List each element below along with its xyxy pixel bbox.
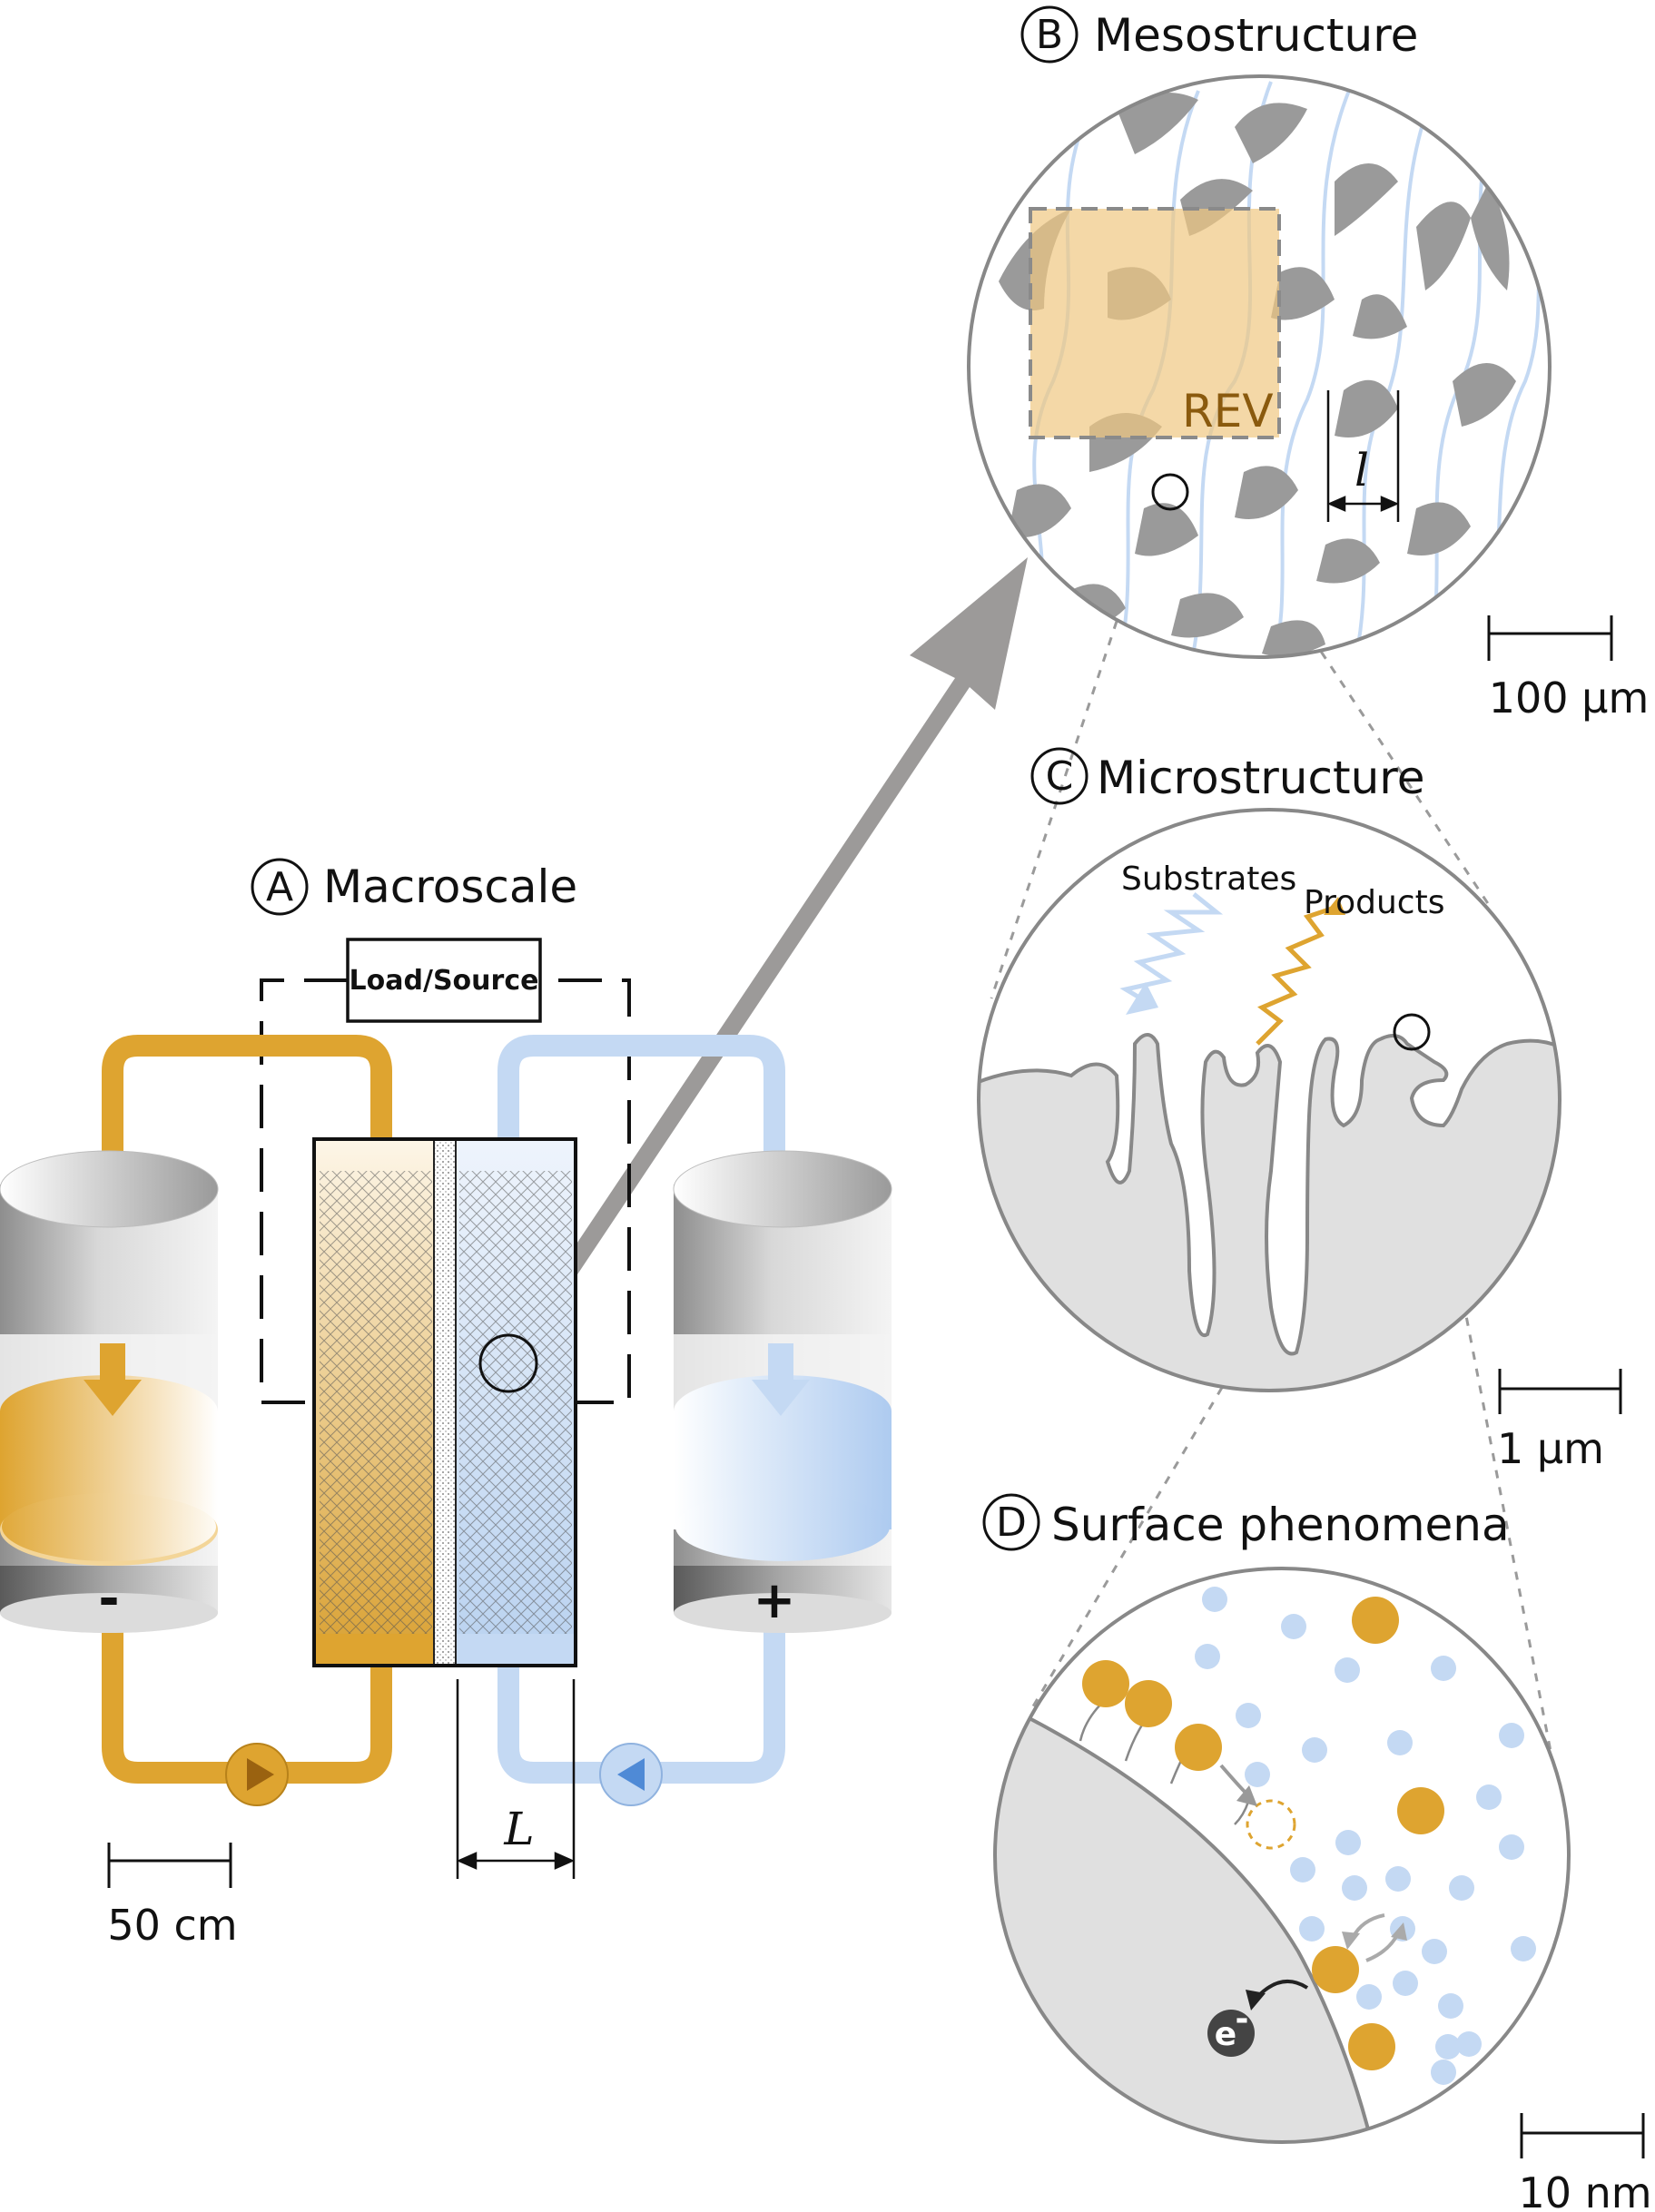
panel-a-macroscale: A Macroscale Load/Source	[0, 858, 892, 1950]
panel-c-title: Microstructure	[1097, 752, 1424, 804]
macro-scale-label: 50 cm	[107, 1901, 237, 1950]
flow-cell[interactable]	[312, 1137, 577, 1667]
panel-d-title: Surface phenomena	[1051, 1499, 1510, 1551]
electrode-thickness-marker	[456, 1679, 576, 1879]
panel-d-letter: D	[996, 1499, 1027, 1546]
posolyte-tank[interactable]: +	[673, 1150, 892, 1633]
meso-scale-bar	[1487, 615, 1613, 661]
pore-length-marker	[1326, 390, 1400, 522]
panel-b-letter: B	[1036, 12, 1063, 58]
panel-b-title: Mesostructure	[1094, 9, 1418, 62]
negolyte-tank[interactable]: -	[0, 1150, 219, 1633]
electron	[1207, 2010, 1255, 2057]
negolyte-pump[interactable]	[225, 1743, 289, 1806]
electron-label: e	[1215, 2016, 1236, 2053]
meso-zoom-marker[interactable]	[1151, 473, 1189, 511]
macro-scale-bar	[107, 1843, 232, 1888]
surface-scale-label: 10 nm	[1518, 2168, 1651, 2212]
membrane	[433, 1138, 457, 1666]
rev-volume[interactable]	[1029, 207, 1281, 439]
panel-d-surface: D Surface phenomena	[982, 1493, 1652, 2212]
panel-a-letter: A	[266, 864, 293, 910]
electrode-solid-surface	[979, 1033, 1560, 1391]
products-arrow-icon	[1256, 905, 1335, 1046]
electron-charge: -	[1236, 2001, 1249, 2038]
load-source-box	[346, 938, 542, 1023]
circuit-wire	[260, 978, 631, 1404]
posolyte-pump[interactable]	[599, 1743, 663, 1806]
pore-length-symbol: l	[1355, 444, 1369, 496]
meso-scale-label: 100 μm	[1489, 673, 1650, 723]
micro-zoom-marker[interactable]	[1393, 1013, 1431, 1051]
posolyte-tubing	[497, 1035, 785, 1784]
panel-c-microstructure: C Microstructure Substrates Products 1 μ…	[977, 747, 1622, 1473]
panel-a-badge	[251, 858, 309, 916]
cell-zoom-marker[interactable]	[478, 1333, 538, 1393]
meso-view-outline	[967, 74, 1552, 659]
product-molecules	[1082, 1597, 1444, 2070]
desorbed-site	[1246, 1799, 1296, 1850]
products-label: Products	[1304, 884, 1444, 921]
negative-terminal-label: -	[98, 1569, 119, 1628]
electrode-thickness-symbol: L	[503, 1803, 534, 1855]
micro-scale-bar	[1498, 1369, 1622, 1414]
negolyte-flow-arrow-icon	[84, 1343, 142, 1416]
positive-terminal-label: +	[754, 1571, 796, 1630]
micro-scale-label: 1 μm	[1497, 1424, 1604, 1473]
load-source-label: Load/Source	[350, 965, 539, 997]
zoom-arrow-icon	[504, 557, 1028, 1362]
negolyte-tubing	[102, 1035, 392, 1784]
posolyte-flow-arrow-icon	[752, 1343, 810, 1416]
panel-c-letter: C	[1046, 753, 1074, 800]
panel-a-title: Macroscale	[323, 860, 577, 913]
meso-view	[999, 81, 1550, 657]
rev-label: REV	[1182, 385, 1274, 437]
substrates-label: Substrates	[1121, 860, 1296, 898]
panel-b-mesostructure: B Mesostructure	[967, 5, 1650, 723]
surface-scale-bar	[1520, 2113, 1645, 2158]
